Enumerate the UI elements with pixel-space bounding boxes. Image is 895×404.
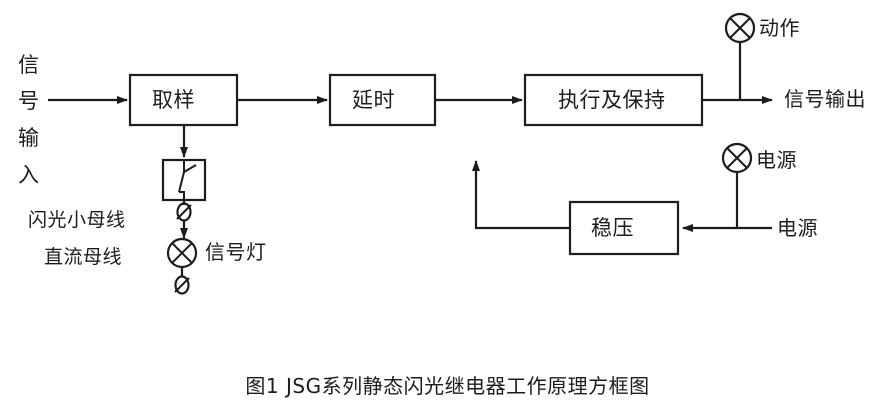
action-lamp-cross-2: [729, 17, 751, 39]
input-label-char-3: 输: [18, 126, 39, 150]
feedback-regulator-to-execute: [472, 160, 570, 230]
relay-contact-blade: [178, 160, 197, 200]
flash-bus-terminal-slash: [176, 204, 192, 220]
bus-label-flash: 闪光小母线: [28, 209, 126, 231]
action-lamp-symbol: [724, 12, 756, 44]
block-label-execute-hold: 执行及保持: [558, 88, 666, 112]
block-sampling: [128, 73, 239, 127]
input-label-power: 电源: [777, 216, 818, 240]
signal-lamp-cross-2: [171, 242, 193, 264]
lamp-label-action: 动作: [759, 16, 800, 40]
bus-label-dc: 直流母线: [44, 246, 123, 268]
block-label-voltage-regulator: 稳压: [591, 216, 634, 240]
block-label-delay: 延时: [352, 88, 395, 112]
dc-bus-terminal-slash: [174, 277, 190, 293]
block-delay: [328, 73, 437, 127]
input-label-char-4: 入: [18, 163, 39, 187]
input-label-char-2: 号: [18, 89, 39, 113]
lamp-label-signal: 信号灯: [205, 240, 267, 264]
power-lamp-cross-2: [726, 147, 748, 169]
block-label-sampling: 取样: [152, 88, 195, 112]
output-label-signal-output: 信号输出: [784, 87, 866, 111]
figure-caption: 图1 JSG系列静态闪光继电器工作原理方框图: [245, 374, 650, 398]
dc-bus-terminal-symbol: [174, 275, 190, 295]
input-label-char-1: 信: [18, 53, 39, 77]
lamp-label-power: 电源: [756, 148, 797, 172]
